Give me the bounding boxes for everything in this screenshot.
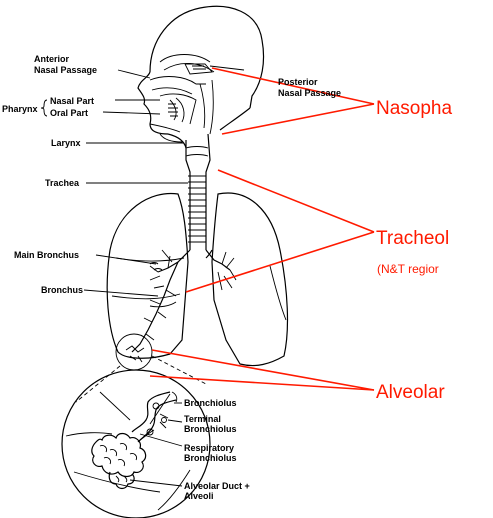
larynx-label: Larynx xyxy=(51,138,81,148)
anterior-nasal-label-line2: Nasal Passage xyxy=(34,65,97,75)
posterior-nasal-label-line2: Nasal Passage xyxy=(278,88,341,98)
lungs xyxy=(107,193,287,366)
nt-region-label: (N&T regior xyxy=(377,262,439,276)
pharynx-label: Pharynx xyxy=(2,104,38,114)
alveolar-region-label: Alveolar xyxy=(376,382,445,403)
tracheobronchial-region-label: Tracheol xyxy=(376,228,449,249)
larynx-trachea xyxy=(186,134,210,250)
respiratory-bronchiolus-label-line1: Respiratory xyxy=(184,443,234,453)
main-bronchus-label: Main Bronchus xyxy=(14,250,79,260)
posterior-nasal-label-line1: Posterior xyxy=(278,77,318,87)
anterior-nasal-label-line1: Anterior xyxy=(34,54,70,64)
bronchial-tree xyxy=(132,250,236,352)
pharynx-bracket xyxy=(41,100,47,116)
head-outline xyxy=(138,6,264,148)
nasal-part-label: Nasal Part xyxy=(50,96,94,106)
bronchiolus-label: Bronchiolus xyxy=(184,398,237,408)
terminal-bronchiolus-label-line2: Bronchiolus xyxy=(184,424,237,434)
nasopharyngeal-region-label: Nasopha xyxy=(376,98,452,119)
trachea-label: Trachea xyxy=(45,178,80,188)
alveolar-duct-label-line2: Alveoli xyxy=(184,491,214,501)
terminal-bronchiolus-label-line1: Terminal xyxy=(184,414,221,424)
magnifier-circle xyxy=(76,334,206,402)
respiratory-bronchiolus-label-line2: Bronchiolus xyxy=(184,453,237,463)
oral-part-label: Oral Part xyxy=(50,108,88,118)
bronchus-label: Bronchus xyxy=(41,285,83,295)
alveolar-duct-label-line1: Alveolar Duct + xyxy=(184,481,250,491)
